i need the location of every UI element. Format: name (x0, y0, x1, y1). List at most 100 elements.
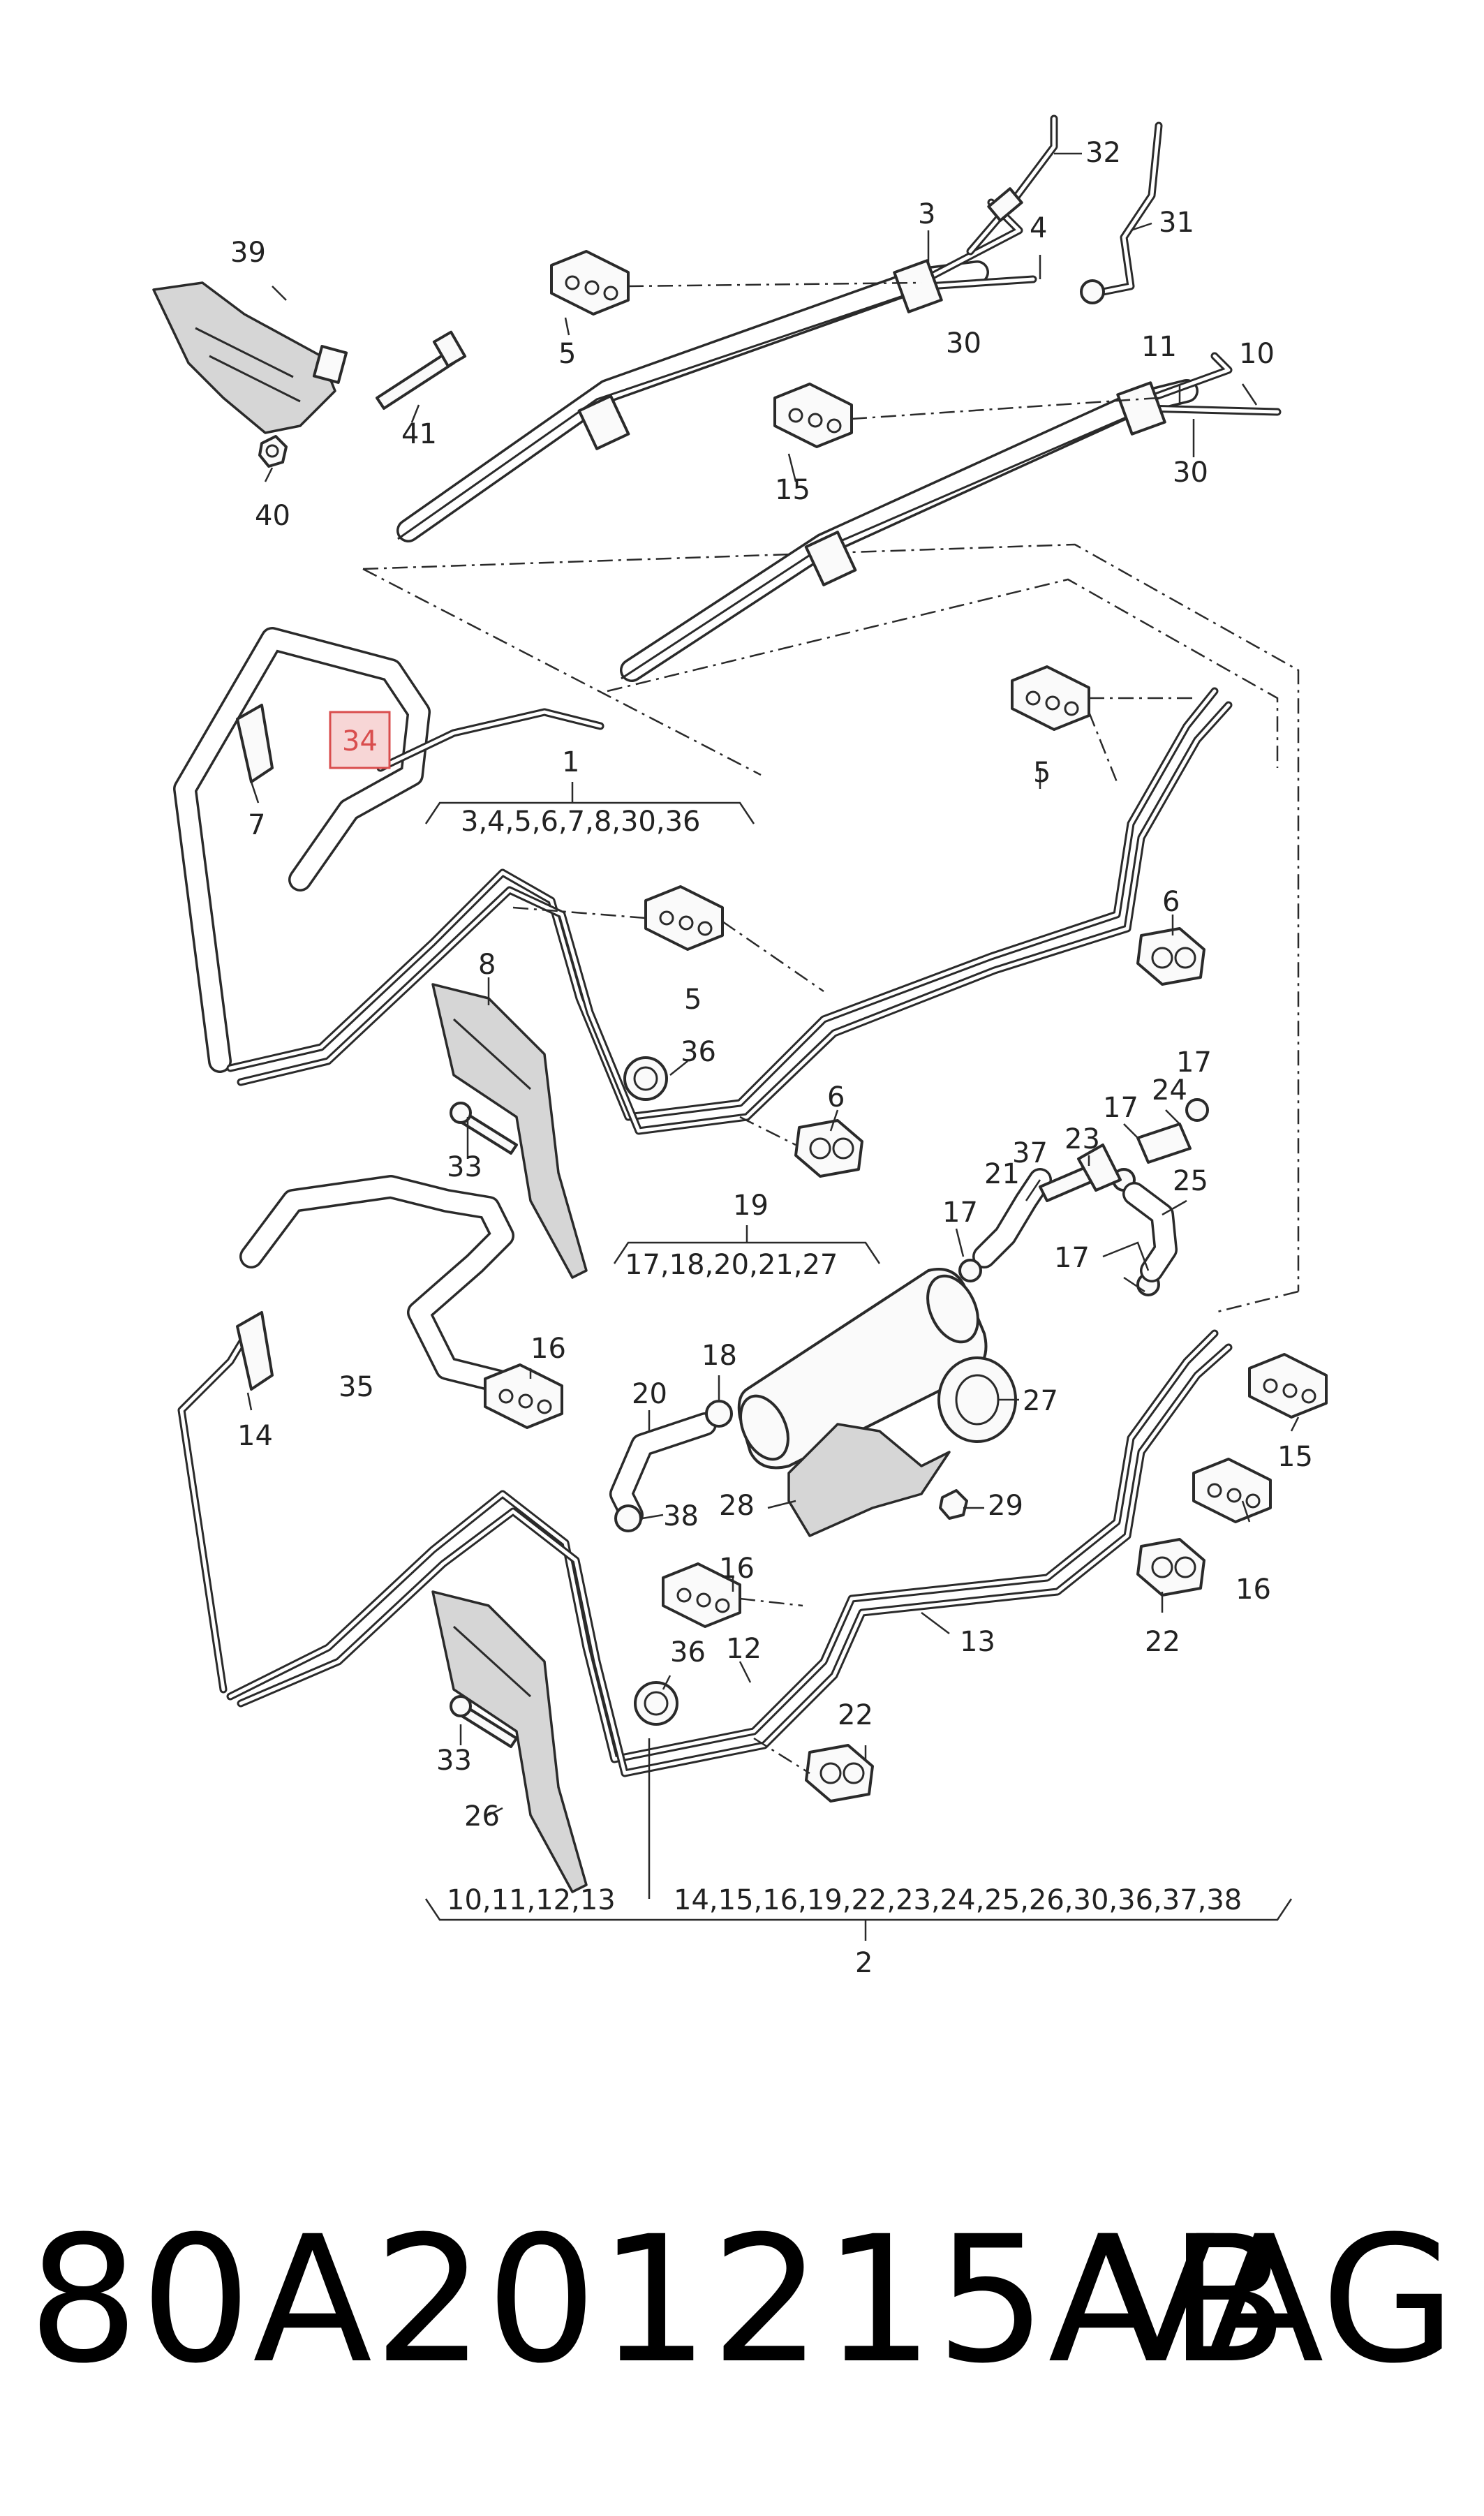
callout-7: 7 (248, 809, 265, 841)
pipe-end-32 (966, 114, 1058, 256)
fuel-line-assembly-1 (173, 627, 1233, 1135)
callout-34: 34 (342, 725, 378, 757)
callout-21: 21 (984, 1158, 1020, 1190)
callout-11: 11 (1141, 331, 1177, 363)
callout-36-lower: 36 (670, 1636, 706, 1668)
assembly-boundary-lower (607, 578, 1279, 768)
callout-16-right: 16 (1236, 1574, 1271, 1606)
callout-15-top: 15 (775, 474, 810, 506)
callout-5-top: 5 (558, 338, 576, 370)
callout-3: 3 (918, 198, 935, 230)
clip-7 (236, 704, 274, 783)
callout-37: 37 (1012, 1137, 1048, 1169)
clip-6-right (1136, 927, 1205, 986)
nut-40 (258, 435, 288, 468)
fuel-filter-19 (737, 1268, 988, 1470)
callout-16-top: 16 (530, 1333, 566, 1365)
callout-2-right: 14,15,16,19,22,23,24,25,26,30,36,37,38 (674, 1884, 1242, 1916)
callout-5-mid: 5 (684, 984, 702, 1016)
clamp-18 (705, 1400, 733, 1428)
rail-bracket-d (1116, 381, 1166, 436)
callout-36-upper: 36 (681, 1036, 716, 1068)
callout-27: 27 (1023, 1385, 1058, 1417)
callout-15-right: 15 (1277, 1441, 1313, 1473)
assembly-boundary-link (1214, 1290, 1299, 1314)
leader-dash-15 (851, 397, 1159, 420)
callout-1: 1 (562, 746, 579, 778)
callout-5-right: 5 (1033, 757, 1051, 789)
callout-23: 23 (1064, 1123, 1100, 1155)
clip-5-right (1011, 665, 1090, 731)
clamp-36-upper (623, 1056, 668, 1101)
callout-2-left: 10,11,12,13 (447, 1884, 616, 1916)
leader-dash-22-lower (753, 1737, 810, 1775)
callout-30-mid: 30 (1173, 457, 1208, 489)
callout-40: 40 (255, 500, 290, 532)
brand-text: VAG (1096, 2198, 1456, 2402)
callout-35: 35 (339, 1371, 374, 1403)
leader-dash-16-mid (739, 1597, 803, 1607)
group-bracket-19 (613, 1225, 881, 1264)
footer: 80A201215AB VAG (28, 2185, 1456, 2436)
callout-19: 19 (733, 1190, 769, 1222)
callout-12: 12 (726, 1633, 762, 1665)
callout-33-lower: 33 (436, 1745, 472, 1777)
bolt-41 (376, 330, 467, 410)
rail-bracket-c (804, 531, 857, 586)
callout-19-parts: 17,18,20,21,27 (625, 1249, 838, 1281)
callout-32: 32 (1085, 137, 1121, 169)
leader-dash-5-mid (512, 906, 824, 993)
callout-1-parts: 3,4,5,6,7,8,30,36 (461, 806, 701, 838)
clamp-36-lower (634, 1681, 678, 1726)
callout-33-upper: 33 (447, 1151, 482, 1183)
callout-41: 41 (401, 418, 437, 450)
callout-17-left: 17 (942, 1197, 978, 1229)
clip-16-top (484, 1363, 563, 1429)
callout-17-top: 17 (1176, 1046, 1212, 1079)
callout-22-right: 22 (1145, 1626, 1180, 1658)
callout-26: 26 (464, 1800, 500, 1833)
bolt-33-upper (450, 1102, 518, 1155)
highlight-box-34 (329, 711, 391, 769)
clamp-17-a (958, 1259, 982, 1282)
filter-hose-20 (609, 1412, 717, 1527)
bolt-29 (939, 1489, 968, 1520)
callout-8: 8 (478, 949, 496, 981)
leader-lines (246, 152, 1300, 1816)
clamp-38 (614, 1504, 642, 1532)
clip-5-mid (644, 885, 724, 951)
callout-22-lower: 22 (838, 1699, 873, 1731)
callout-17-right: 17 (1054, 1242, 1090, 1274)
rail-bracket-a (577, 394, 630, 450)
clip-14 (236, 1311, 274, 1391)
clip-22-lower (805, 1744, 874, 1803)
callout-17-mid: 17 (1103, 1092, 1138, 1124)
callout-4: 4 (1030, 212, 1047, 244)
callout-13: 13 (960, 1626, 995, 1658)
part-number-text: 80A201215AB (28, 2198, 1291, 2402)
callout-18: 18 (702, 1340, 737, 1372)
callout-24: 24 (1152, 1074, 1187, 1107)
clip-15 (773, 383, 853, 448)
callout-30-top: 30 (946, 327, 981, 360)
group-bracket-2 (424, 1738, 1293, 1941)
connector-24 (1136, 1123, 1192, 1164)
callout-38: 38 (663, 1500, 699, 1532)
clip-5-top (550, 250, 630, 316)
bolt-33-lower (450, 1695, 518, 1748)
callout-31: 31 (1159, 207, 1194, 239)
pipe-end-31 (1080, 121, 1163, 304)
hose-25 (1122, 1182, 1178, 1282)
clip-16-right (1192, 1458, 1272, 1523)
callout-28: 28 (719, 1490, 755, 1522)
callout-25: 25 (1173, 1165, 1208, 1197)
filter-ring-27 (937, 1356, 1017, 1443)
callout-2: 2 (855, 1947, 873, 1979)
callout-6-lower: 6 (827, 1081, 845, 1113)
leader-dash-5-right (1088, 697, 1194, 783)
group-bracket-1 (424, 782, 755, 824)
callout-16-mid: 16 (719, 1553, 755, 1585)
clip-15-right (1248, 1353, 1328, 1419)
callout-14: 14 (237, 1420, 273, 1452)
